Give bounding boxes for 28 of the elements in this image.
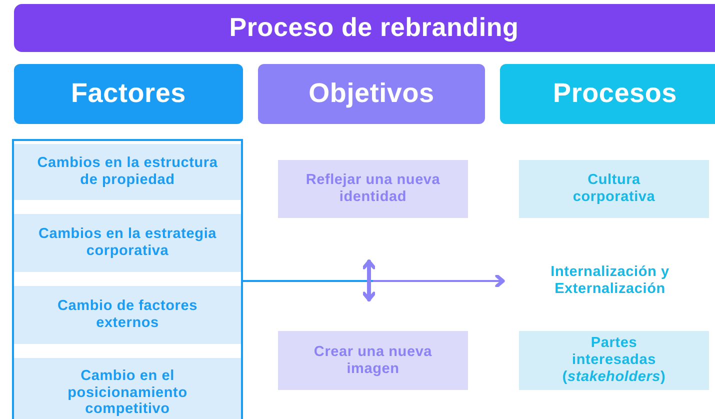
- node-text: Partes interesadas (stakeholders): [561, 335, 667, 386]
- node-text: Crear una nueva imagen: [312, 344, 434, 378]
- node-text: Cambio de factores externos: [56, 298, 198, 332]
- node-text: Cambio en el posicionamiento competitivo: [66, 368, 188, 418]
- node-text: Objetivos: [308, 78, 434, 110]
- factor-box: [14, 286, 241, 344]
- process-box: [519, 160, 709, 218]
- group-frame: [12, 139, 243, 419]
- node-text: Reflejar una nueva identidad: [304, 172, 442, 206]
- node-text: Proceso de rebranding: [229, 13, 519, 43]
- double-arrow: [362, 260, 376, 302]
- node-text: Internalización y Externalización: [550, 264, 670, 298]
- node-text: Procesos: [553, 78, 677, 110]
- header-box: [258, 64, 485, 124]
- node-text: Cultura corporativa: [572, 172, 656, 206]
- objective-box: [278, 160, 468, 218]
- arrow: [242, 274, 505, 288]
- node-text: Cambios en la estructura de propiedad: [36, 155, 219, 189]
- node-text: Factores: [71, 78, 186, 110]
- factor-box: [14, 214, 241, 272]
- title-banner: [14, 4, 715, 52]
- header-box: [500, 64, 715, 124]
- factor-box: [14, 144, 241, 200]
- process-box: [519, 331, 709, 390]
- header-box: [14, 64, 243, 124]
- factor-box: [14, 358, 241, 419]
- objective-box: [278, 331, 468, 390]
- node-text: Cambios en la estrategia corporativa: [37, 226, 218, 260]
